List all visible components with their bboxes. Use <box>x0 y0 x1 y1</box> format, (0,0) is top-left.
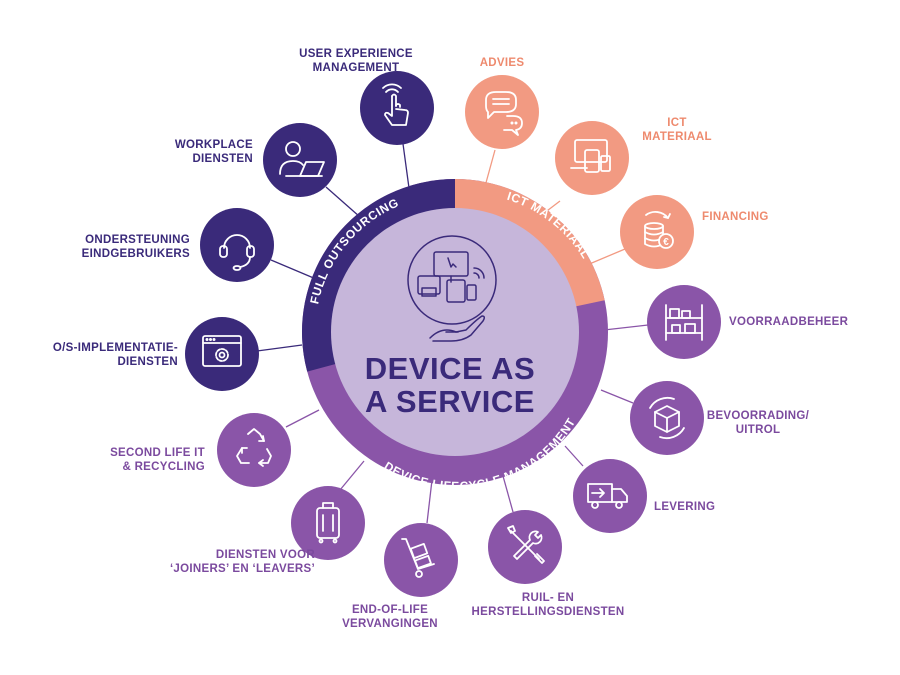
center-title-line1: DEVICE AS <box>364 351 536 386</box>
browser-gear-icon <box>202 335 242 367</box>
chat-bubbles-icon <box>485 91 523 136</box>
headset-icon <box>219 234 255 271</box>
recycle-icon <box>236 428 272 467</box>
center-title-line2: A SERVICE <box>365 384 535 419</box>
devices-icon <box>570 139 611 173</box>
svg-text:€: € <box>663 237 669 248</box>
label-os-implementatie: O/S-IMPLEMENTATIE-DIENSTEN <box>52 342 178 368</box>
connector-os <box>256 344 303 352</box>
shelves-icon <box>665 304 703 341</box>
coins-euro-icon: € <box>644 211 674 249</box>
node-joiners-leavers[interactable] <box>291 486 365 560</box>
label-financing: FINANCING <box>702 211 769 223</box>
node-levering[interactable] <box>573 459 647 533</box>
devices-hand-illustration <box>407 235 497 342</box>
delivery-truck-icon <box>587 483 628 509</box>
connector-voorraad <box>603 324 649 331</box>
connector-second-life <box>285 409 320 428</box>
center-ring <box>301 178 608 485</box>
node-ruil[interactable] <box>488 510 562 584</box>
connector-joiners <box>339 460 365 491</box>
node-os-implementatie[interactable] <box>185 317 259 391</box>
touch-hand-icon <box>382 83 409 126</box>
wrench-screwdriver-icon <box>507 525 545 564</box>
node-workplace[interactable] <box>263 123 337 197</box>
hand-truck-icon <box>401 538 435 578</box>
connector-workplace <box>325 186 361 218</box>
laptop-user-icon <box>279 141 325 177</box>
connector-bevoorrading <box>600 389 634 404</box>
label-voorraadbeheer: VOORRAADBEHEER <box>729 316 849 328</box>
label-advies: ADVIES <box>479 57 525 69</box>
node-second-life[interactable] <box>217 413 291 487</box>
node-advies[interactable] <box>465 75 539 149</box>
label-joiners-leavers: DIENSTEN VOOR‘JOINERS’ EN ‘LEAVERS’ <box>169 549 315 575</box>
label-bevoorrading: BEVOORRADING/UITROL <box>706 410 810 436</box>
node-financing[interactable]: € <box>620 195 694 269</box>
connector-ondersteuning <box>270 259 317 280</box>
node-ict-materiaal[interactable] <box>555 121 629 195</box>
connector-end-of-life <box>426 479 433 524</box>
box-cycle-icon <box>649 396 685 440</box>
connector-levering <box>564 445 584 467</box>
node-end-of-life[interactable] <box>384 523 458 597</box>
node-user-experience[interactable] <box>360 71 434 145</box>
center-title: DEVICE AS A SERVICE <box>340 352 560 418</box>
connector-ruil <box>502 475 514 513</box>
label-second-life: SECOND LIFE IT& RECYCLING <box>110 447 205 473</box>
label-levering: LEVERING <box>654 501 716 513</box>
node-ondersteuning[interactable] <box>200 208 274 282</box>
connector-financing <box>586 248 626 266</box>
node-voorraadbeheer[interactable] <box>647 285 721 359</box>
suitcase-icon <box>316 502 340 544</box>
node-bevoorrading[interactable] <box>630 381 704 455</box>
